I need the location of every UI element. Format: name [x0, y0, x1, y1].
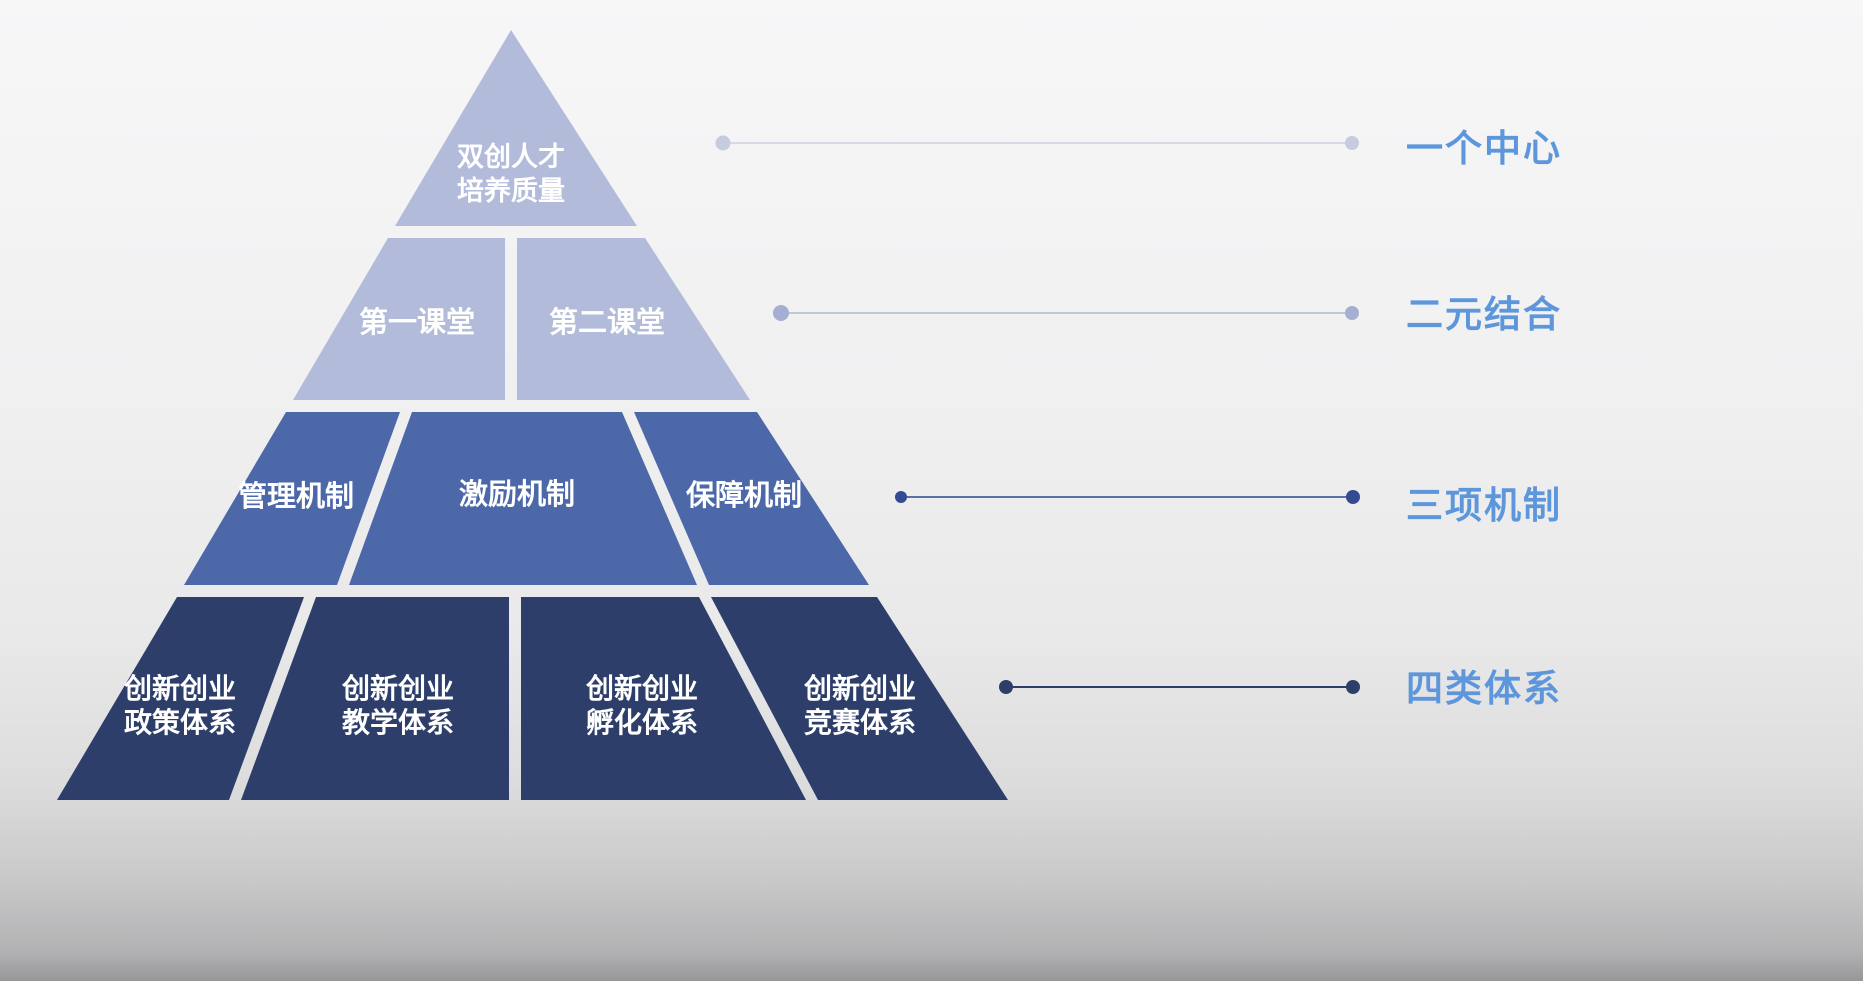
leader-line-1-start-dot — [715, 135, 731, 151]
level3-segment2-label: 激励机制 — [459, 478, 575, 511]
level4-segment4-label-line1: 创新创业 — [803, 673, 916, 704]
annotation-label-4: 四类体系 — [1406, 668, 1562, 709]
level4-segment1-label-line1: 创新创业 — [123, 673, 236, 704]
pyramid-level1-block — [395, 30, 637, 226]
pyramid-level3-segment-1 — [184, 412, 400, 585]
leader-line-3-start-dot — [895, 491, 907, 503]
pyramid-level4-segment-4 — [711, 597, 1008, 800]
pyramid-level2-segment-1 — [293, 238, 505, 400]
level1-label-line2: 培养质量 — [457, 175, 565, 206]
pyramid-level4-segment-3 — [521, 597, 806, 800]
level4-segment3-label-line1: 创新创业 — [585, 673, 698, 704]
level4-segment2-label-line2: 教学体系 — [342, 706, 454, 738]
pyramid-level3-segment-3 — [634, 412, 869, 585]
level3-segment1-label: 管理机制 — [238, 479, 354, 513]
pyramid-level4-segment-1 — [57, 597, 304, 800]
level3-segment3-label: 保障机制 — [685, 479, 802, 512]
leader-line-2-start-dot — [773, 305, 789, 321]
level2-segment2-label: 第二课堂 — [549, 305, 665, 339]
leader-line-2-end-dot — [1345, 306, 1359, 320]
level4-segment3-label-line2: 孵化体系 — [586, 707, 698, 738]
leader-line-3-end-dot — [1346, 490, 1360, 504]
leader-line-4-end-dot — [1346, 680, 1360, 694]
level4-segment1-label-line2: 政策体系 — [124, 706, 236, 738]
level4-segment4-label-line2: 竞赛体系 — [804, 706, 916, 738]
annotation-label-3: 三项机制 — [1406, 485, 1562, 526]
annotation-label-1: 一个中心 — [1406, 128, 1562, 169]
level1-label-line1: 双创人才 — [457, 142, 565, 172]
leader-line-1-end-dot — [1345, 136, 1359, 150]
pyramid-level3-segment-2 — [349, 412, 697, 585]
level4-segment2-label-line1: 创新创业 — [341, 673, 454, 704]
pyramid-level4-segment-2 — [241, 597, 509, 800]
level2-segment1-label: 第一课堂 — [359, 305, 475, 339]
pyramid-level2-segment-2 — [517, 238, 750, 400]
annotation-label-2: 二元结合 — [1406, 294, 1562, 335]
leader-line-4-start-dot — [999, 680, 1013, 694]
